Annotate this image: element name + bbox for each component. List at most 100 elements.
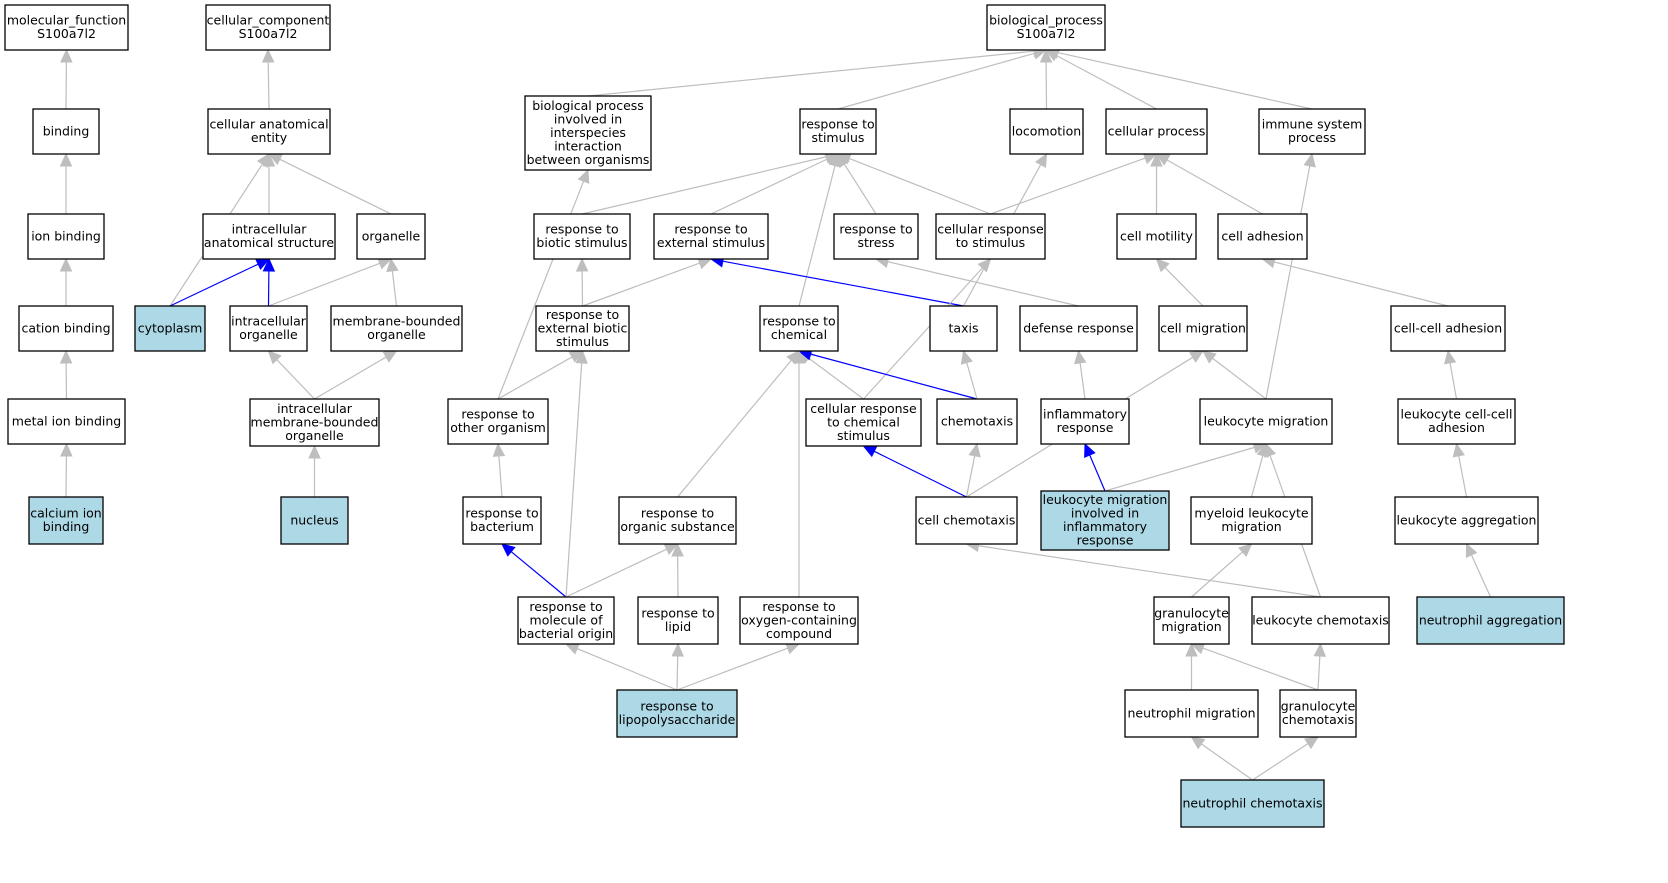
go-term-node-locomotion[interactable]: locomotion <box>1009 108 1084 155</box>
go-term-node-ionbinding[interactable]: ion binding <box>27 213 105 260</box>
go-term-node-leukagg[interactable]: leukocyte aggregation <box>1394 496 1539 545</box>
go-term-node-chemotaxis[interactable]: chemotaxis <box>936 398 1018 445</box>
node-label-line: adhesion <box>1428 420 1485 435</box>
go-term-node-leukchemo[interactable]: leukocyte chemotaxis <box>1251 596 1390 645</box>
go-term-node-taxis[interactable]: taxis <box>929 305 998 352</box>
go-term-node-ccadh[interactable]: cell-cell adhesion <box>1390 305 1506 352</box>
go-term-node-binding[interactable]: binding <box>32 108 100 155</box>
go-term-node-neutagg[interactable]: neutrophil aggregation <box>1416 596 1565 645</box>
edge-arrowhead <box>59 257 73 272</box>
node-label-line: cytoplasm <box>138 320 203 335</box>
node-box <box>915 496 1018 545</box>
node-label-line: interaction <box>554 138 622 153</box>
go-term-node-cellmig[interactable]: cell migration <box>1158 305 1248 352</box>
node-box <box>833 213 919 260</box>
go-term-node-defense[interactable]: defense response <box>1019 305 1138 352</box>
edge-line <box>565 362 583 598</box>
go-term-node-cellmotility[interactable]: cell motility <box>1116 213 1197 260</box>
edge-line <box>1449 362 1458 400</box>
edge-line <box>798 165 836 307</box>
node-label-line: binding <box>43 123 90 138</box>
node-box <box>280 496 349 545</box>
node-label-line: intracellular <box>231 314 307 329</box>
node-label-line: molecular_function <box>7 13 126 28</box>
node-label-line: stress <box>858 235 895 250</box>
node-box <box>249 398 380 447</box>
edge-line <box>279 158 392 215</box>
edge-line <box>722 260 964 307</box>
node-box <box>356 213 426 260</box>
edge-neutmig-to-granmig <box>1185 642 1198 690</box>
go-term-node-neutmig[interactable]: neutrophil migration <box>1124 689 1259 738</box>
go-term-node-metalion[interactable]: metal ion binding <box>7 398 126 445</box>
edge-neutchemo-to-granchemo <box>1252 736 1320 781</box>
go-term-node-cellproc[interactable]: cellular process <box>1105 108 1208 155</box>
edge-arrowhead <box>60 48 73 63</box>
go-term-node-celladhesion[interactable]: cell adhesion <box>1217 213 1308 260</box>
edge-line <box>810 353 978 400</box>
go-term-node-neutchemo[interactable]: neutrophil chemotaxis <box>1180 779 1325 828</box>
go-term-node-nucleus[interactable]: nucleus <box>280 496 349 545</box>
node-label-line: neutrophil chemotaxis <box>1183 795 1323 810</box>
edge-granmig-to-myeloid <box>1191 543 1253 598</box>
go-term-node-cationbinding[interactable]: cation binding <box>18 305 114 352</box>
node-box <box>1124 689 1259 738</box>
edge-inflam-to-defense <box>1073 349 1087 400</box>
node-label-line: cellular process <box>1108 123 1206 138</box>
node-label-line: molecule of <box>530 612 604 627</box>
go-term-node-cytoplasm[interactable]: cytoplasm <box>134 305 206 352</box>
edge-cellchemo-to-crtcs <box>862 445 967 498</box>
node-box <box>205 4 331 51</box>
edge-binding-to-mf <box>60 48 73 110</box>
edge-rteb-to-rtexternal <box>582 257 713 307</box>
node-label-line: taxis <box>949 320 979 335</box>
go-term-node-leukmig[interactable]: leukocyte migration <box>1199 398 1333 445</box>
edge-line <box>676 647 788 691</box>
edge-arrowhead <box>1034 152 1048 168</box>
go-term-node-organelle[interactable]: organelle <box>356 213 426 260</box>
edge-line <box>1079 362 1086 400</box>
go-term-node-cellchemo[interactable]: cell chemotaxis <box>915 496 1018 545</box>
node-label-line: leukocyte chemotaxis <box>1252 612 1389 627</box>
edge-line <box>1458 455 1468 498</box>
node-label-line: compound <box>766 626 832 641</box>
node-label-line: leukocyte cell-cell <box>1401 407 1513 422</box>
edge-arrowhead <box>1073 349 1087 365</box>
node-label-line: between organisms <box>527 152 650 167</box>
node-label-line: chemotaxis <box>941 413 1013 428</box>
node-box <box>618 496 737 545</box>
node-label-line: response to <box>640 699 713 714</box>
